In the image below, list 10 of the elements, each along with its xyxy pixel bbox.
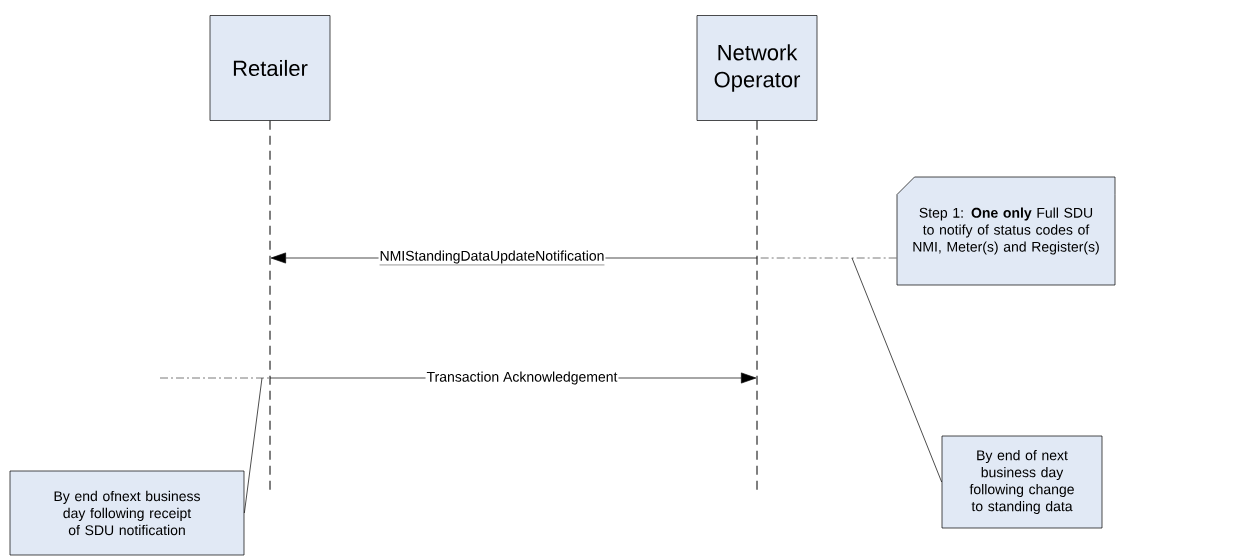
note-box: By end ofnext business day following receipt of SDU notification: [9, 470, 245, 556]
note-box: By end of next business day following change to standing data: [941, 435, 1103, 529]
edge-label: NMIStandingDataUpdateNotification: [378, 249, 606, 267]
leader-line: [756, 257, 898, 259]
note-callout: Step 1: One only Full SDU to notify of status codes of NMI, Meter(s) and Register(s): [896, 176, 1116, 286]
edge-label: Transaction Acknowledgement: [425, 370, 619, 386]
leader-line: [851, 257, 942, 483]
participant-box: Retailer: [209, 15, 331, 121]
leader-line: [244, 377, 263, 514]
participant-box: Network Operator: [696, 15, 818, 121]
